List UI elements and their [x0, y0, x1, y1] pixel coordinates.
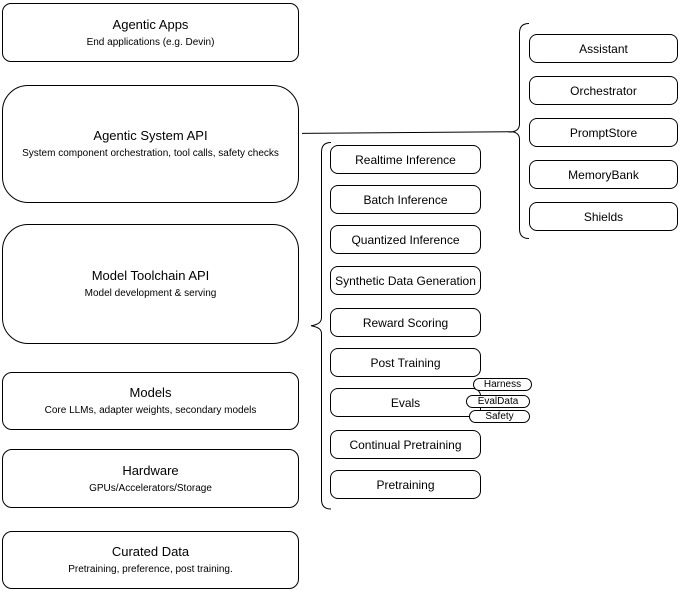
node-label: Post Training — [370, 355, 441, 370]
node-batch-inference: Batch Inference — [330, 185, 481, 214]
node-models: Models Core LLMs, adapter weights, secon… — [2, 372, 299, 430]
node-label: Evals — [390, 395, 421, 410]
node-label: Quantized Inference — [351, 232, 460, 247]
node-realtime-inference: Realtime Inference — [330, 145, 481, 174]
system-group-bracket — [512, 23, 530, 239]
node-promptstore: PromptStore — [529, 118, 678, 147]
node-label: Shields — [583, 209, 624, 224]
node-orchestrator: Orchestrator — [529, 76, 678, 105]
node-synthetic-data-generation: Synthetic Data Generation — [330, 266, 481, 295]
node-label: PromptStore — [569, 125, 638, 140]
node-agentic-system-api: Agentic System API System component orch… — [2, 85, 299, 203]
node-curated-data: Curated Data Pretraining, preference, po… — [2, 531, 299, 589]
node-model-toolchain-api: Model Toolchain API Model development & … — [2, 224, 299, 344]
node-label: Assistant — [579, 41, 628, 56]
node-hardware: Hardware GPUs/Accelerators/Storage — [2, 449, 299, 508]
node-quantized-inference: Quantized Inference — [330, 225, 481, 254]
node-subtitle: Pretraining, preference, post training. — [68, 564, 233, 575]
node-subtitle: System component orchestration, tool cal… — [22, 148, 279, 159]
node-post-training: Post Training — [330, 348, 481, 377]
node-memorybank: MemoryBank — [529, 160, 678, 189]
node-label: Batch Inference — [363, 192, 448, 207]
node-title: Agentic System API — [93, 128, 208, 143]
node-shields: Shields — [529, 202, 678, 231]
node-title: Hardware — [122, 462, 179, 478]
tag-evaldata: EvalData — [466, 395, 530, 408]
tag-safety: Safety — [469, 410, 530, 423]
system-api-connector — [301, 131, 513, 134]
tag-label: Harness — [483, 378, 522, 390]
node-title: Models — [129, 385, 172, 400]
tag-harness: Harness — [473, 378, 532, 391]
node-subtitle: End applications (e.g. Devin) — [86, 36, 215, 48]
node-subtitle: Core LLMs, adapter weights, secondary mo… — [44, 405, 257, 416]
node-label: Continual Pretraining — [349, 437, 462, 452]
node-subtitle: GPUs/Accelerators/Storage — [89, 482, 212, 494]
node-label: Realtime Inference — [355, 152, 456, 167]
node-label: Reward Scoring — [362, 315, 449, 330]
node-continual-pretraining: Continual Pretraining — [330, 430, 481, 459]
node-agentic-apps: Agentic Apps End applications (e.g. Devi… — [2, 3, 299, 62]
node-title: Agentic Apps — [112, 16, 189, 32]
node-subtitle: Model development & serving — [84, 288, 217, 299]
node-label: Pretraining — [376, 477, 435, 492]
node-title: Curated Data — [111, 544, 190, 559]
node-label: MemoryBank — [568, 167, 639, 182]
node-label: Synthetic Data Generation — [335, 273, 476, 288]
tag-label: Safety — [485, 410, 514, 422]
tag-label: EvalData — [477, 395, 519, 407]
node-title: Model Toolchain API — [91, 268, 210, 283]
node-reward-scoring: Reward Scoring — [330, 308, 481, 337]
node-evals: Evals — [330, 388, 481, 417]
node-label: Orchestrator — [570, 83, 637, 98]
node-assistant: Assistant — [529, 34, 678, 63]
node-pretraining: Pretraining — [330, 470, 481, 499]
toolchain-group-bracket — [310, 142, 332, 510]
